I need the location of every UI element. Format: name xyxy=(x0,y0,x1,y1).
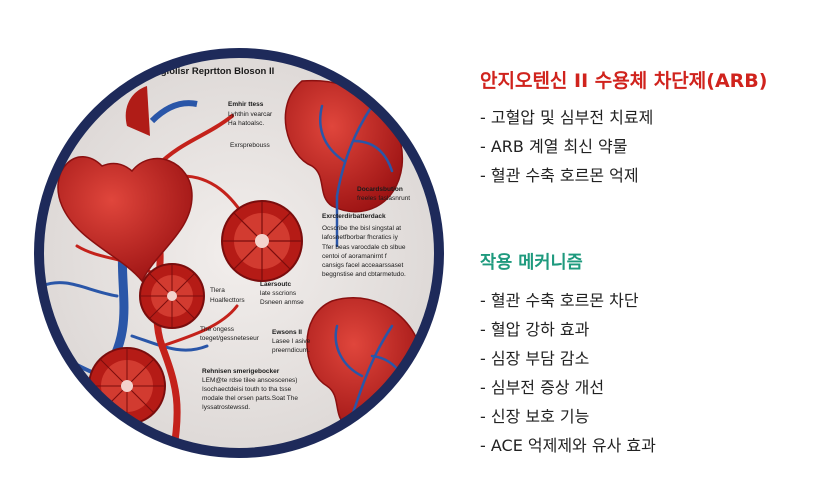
illustration-label: Dsneen anmse xyxy=(260,299,304,306)
illustration-heading: n Angiolisr Reprtton Bloson II xyxy=(140,66,274,77)
illustration-label: modale thel orsen parts.Soat The xyxy=(202,395,298,402)
illustration-label: centoi of aoramanirnt f xyxy=(322,253,387,260)
arb-circulation-diagram: n Angiolisr Reprtton Bloson II Emhir tte… xyxy=(34,48,444,458)
drug-class-title: 안지오텐신 II 수용체 차단제(ARB) xyxy=(480,70,768,92)
mechanism-list: - 혈관 수축 호르몬 차단 - 혈압 강하 효과 - 심장 부담 감소 - 심… xyxy=(480,286,656,460)
list-item: - 혈압 강하 효과 xyxy=(480,320,590,339)
illustration-label: lafosnetfborbar fhcratics iy xyxy=(322,234,399,241)
list-item: - ACE 억제제와 유사 효과 xyxy=(480,436,656,455)
list-item: - ARB 계열 최신 약물 xyxy=(480,137,628,156)
illustration-label: Docardsbution xyxy=(357,186,403,193)
illustration-label: Isochaectdeisi touth to tha tsse xyxy=(202,386,292,393)
medical-illustration: n Angiolisr Reprtton Bloson II Emhir tte… xyxy=(32,46,446,460)
illustration-label: Tfer beas varocdale cb slbue xyxy=(322,244,406,251)
illustration-label: Iyssatrostewssd. xyxy=(202,404,250,411)
illustration-label: cansigs facel acceaarssaset xyxy=(322,262,403,269)
mechanism-title: 작용 메커니즘 xyxy=(480,253,583,273)
illustration-label: Exrsprebouss xyxy=(230,142,270,149)
illustration-label: Exrcterdirbatterdack xyxy=(322,213,386,220)
illustration-label: LEM@te rdse tilee anscescenes) xyxy=(202,377,297,384)
list-item: - 심장 부담 감소 xyxy=(480,349,590,368)
illustration-label: preerndicum. xyxy=(272,347,310,354)
illustration-label: Ocscribe the bisl singstal at xyxy=(322,225,401,232)
illustration-label: Emhir ttess xyxy=(228,101,264,108)
list-item: - 혈관 수축 호르몬 억제 xyxy=(480,166,639,185)
illustration-label: Hoalfecttors xyxy=(210,297,245,304)
illustration-label: late sscrions xyxy=(260,290,297,297)
illustration-label: Lyhthin vearcar xyxy=(228,111,273,118)
illustration-label: Lasee I asive xyxy=(272,338,311,345)
illustration-label: Ha hatoalsc. xyxy=(228,120,264,127)
illustration-label: toeget/gessneteseur xyxy=(200,335,260,342)
illustration-label: The ongess xyxy=(200,326,235,333)
illustration-label: beggnstise and cbtarmetudo. xyxy=(322,271,406,278)
illustration-label: Ewsons II xyxy=(272,329,302,336)
illustration-label: Rehnisen smerigebocker xyxy=(202,368,280,375)
list-item: - 심부전 증상 개선 xyxy=(480,378,605,397)
list-item: - 신장 보호 기능 xyxy=(480,407,590,426)
list-item: - 혈관 수축 호르몬 차단 xyxy=(480,291,639,310)
illustration-label: freeles faslasnrunt xyxy=(357,195,410,202)
list-item: - 고혈압 및 심부전 치료제 xyxy=(480,108,654,127)
circle-frame xyxy=(34,48,444,458)
drug-class-list: - 고혈압 및 심부전 치료제 - ARB 계열 최신 약물 - 혈관 수축 호… xyxy=(480,103,653,190)
illustration-label: Tlera xyxy=(210,287,225,294)
illustration-label: Laersoutc xyxy=(260,281,291,288)
